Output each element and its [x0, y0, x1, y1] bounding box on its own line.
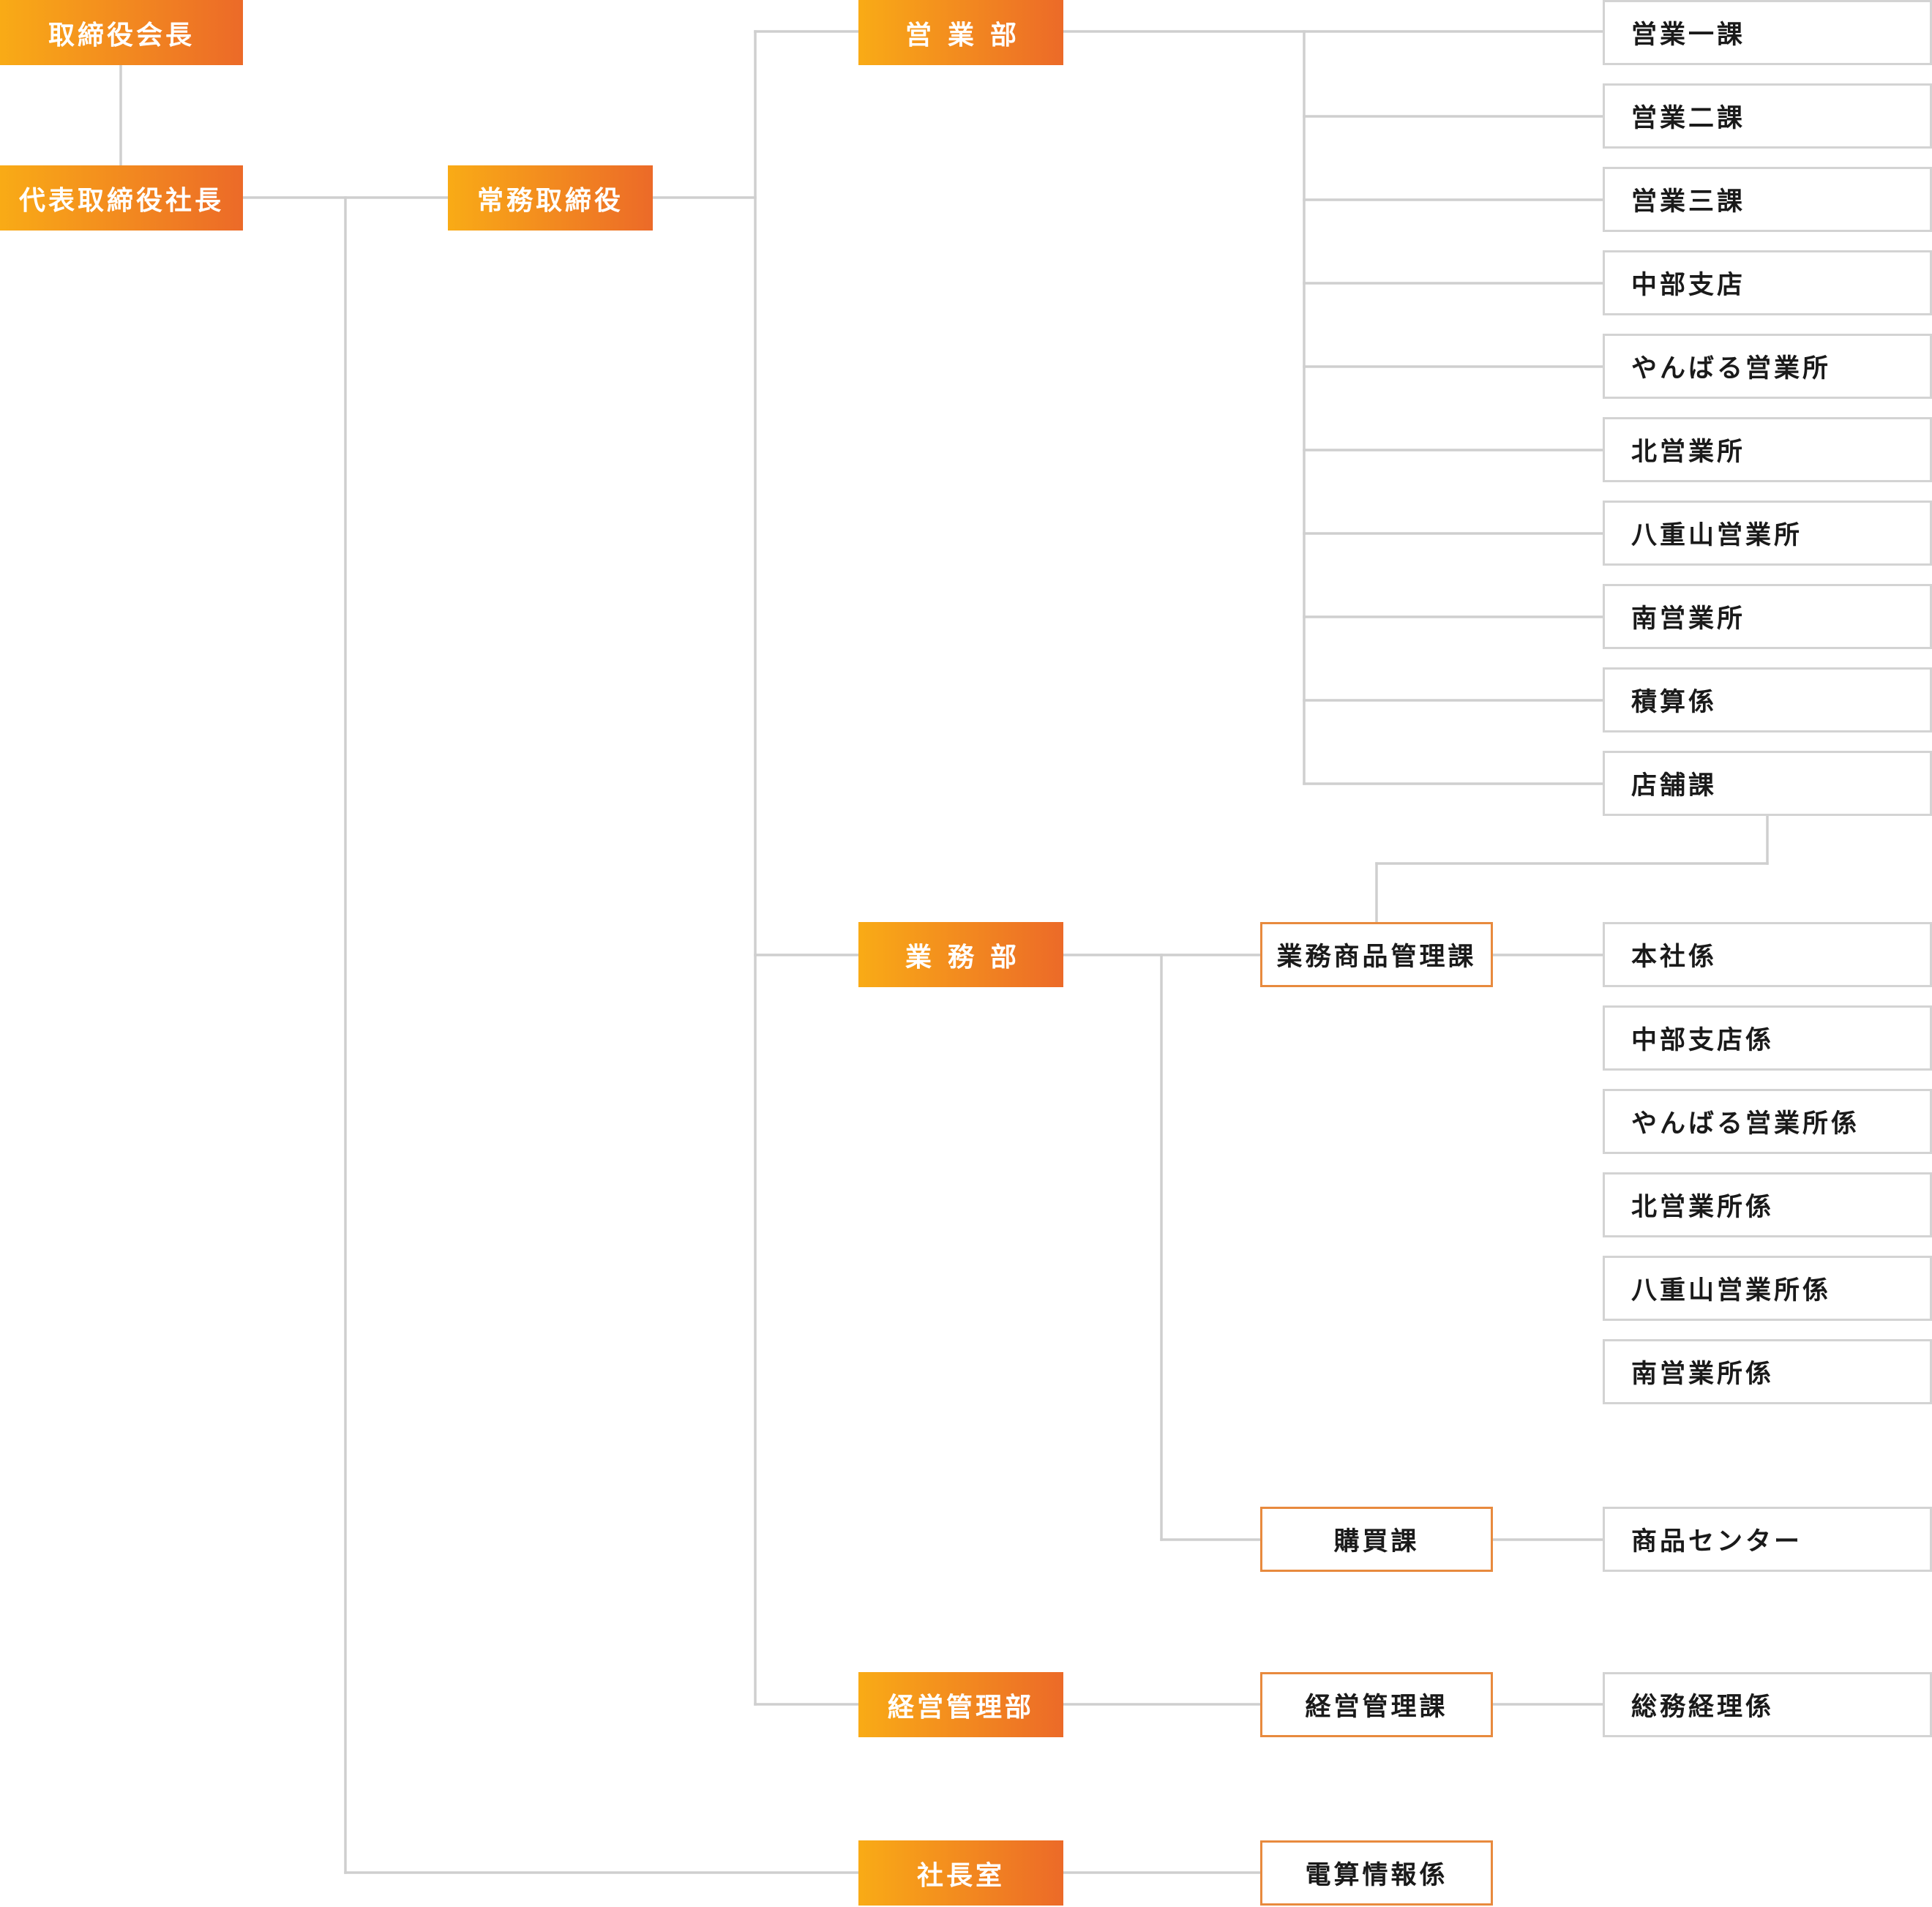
sales-dept-box: 営業部: [858, 0, 1063, 65]
store-section-box: 店舗課: [1603, 751, 1932, 816]
merchandise-unit-box: やんばる営業所係: [1603, 1089, 1932, 1154]
sales-unit-box: 南営業所: [1603, 584, 1932, 649]
managing-director-box: 常務取締役: [448, 165, 653, 231]
merchandise-unit-box: 中部支店係: [1603, 1005, 1932, 1071]
product-center-box: 商品センター: [1603, 1507, 1932, 1572]
sales-unit-box: 北営業所: [1603, 417, 1932, 482]
general-accounting-box: 総務経理係: [1603, 1672, 1932, 1737]
merchandise-unit-box: 八重山営業所係: [1603, 1256, 1932, 1321]
merchandise-mgmt-box: 業務商品管理課: [1260, 922, 1493, 987]
merchandise-unit-box: 北営業所係: [1603, 1172, 1932, 1237]
sales-unit-box: 八重山営業所: [1603, 501, 1932, 566]
management-dept-box: 経営管理部: [858, 1672, 1063, 1737]
sales-unit-box: 営業一課: [1603, 0, 1932, 65]
president-box: 代表取締役社長: [0, 165, 243, 231]
merchandise-unit-box: 本社係: [1603, 922, 1932, 987]
sales-unit-box: 積算係: [1603, 667, 1932, 733]
computing-box: 電算情報係: [1260, 1840, 1493, 1906]
management-section-box: 経営管理課: [1260, 1672, 1493, 1737]
merchandise-unit-box: 南営業所係: [1603, 1339, 1932, 1404]
purchasing-box: 購買課: [1260, 1507, 1493, 1572]
sales-unit-box: 営業二課: [1603, 83, 1932, 149]
president-office-box: 社長室: [858, 1840, 1063, 1906]
operations-dept-box: 業務部: [858, 922, 1063, 987]
sales-unit-box: 営業三課: [1603, 167, 1932, 232]
sales-unit-box: 中部支店: [1603, 250, 1932, 315]
sales-unit-box: やんばる営業所: [1603, 334, 1932, 399]
chairman-box: 取締役会長: [0, 0, 243, 65]
